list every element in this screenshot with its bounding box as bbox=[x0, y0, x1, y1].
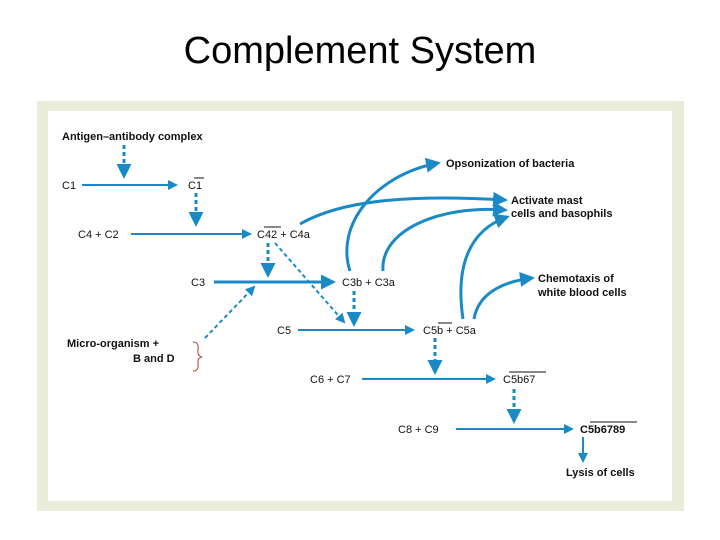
c1-active-label: C1 bbox=[188, 180, 202, 192]
micro-organism-label-2: B and D bbox=[133, 353, 175, 365]
c42-c4a-label: C42 + C4a bbox=[257, 229, 311, 241]
micro-organism-brace bbox=[192, 341, 203, 372]
mast-cells-label-1: Activate mast bbox=[511, 195, 583, 207]
c5a-to-mast-cells-arrow bbox=[459, 213, 510, 320]
c1-label: C1 bbox=[62, 180, 76, 192]
c5b-c5a-label: C5b + C5a bbox=[423, 325, 477, 337]
c3b-c3a-label: C3b + C3a bbox=[342, 277, 396, 289]
c5-label: C5 bbox=[277, 325, 291, 337]
slide-title: Complement System bbox=[183, 30, 537, 72]
lysis-label: Lysis of cells bbox=[566, 467, 635, 479]
c3-label: C3 bbox=[191, 277, 205, 289]
micro-organism-dashed-arrow bbox=[204, 285, 256, 339]
c4-c2-label: C4 + C2 bbox=[78, 229, 119, 241]
c6-c7-label: C6 + C7 bbox=[310, 374, 351, 386]
c8-c9-label: C8 + C9 bbox=[398, 424, 439, 436]
c5a-to-chemotaxis-arrow bbox=[472, 272, 535, 320]
c3a-to-mast-cells-arrow bbox=[381, 201, 508, 272]
c4a-to-mast-cells-arrow bbox=[299, 191, 508, 226]
micro-organism-label-1: Micro-organism + bbox=[67, 338, 159, 350]
diagram-panel bbox=[48, 111, 672, 501]
opsonization-label: Opsonization of bacteria bbox=[446, 158, 575, 170]
c5b6789-label: C5b6789 bbox=[580, 424, 625, 436]
c5b67-label: C5b67 bbox=[503, 374, 535, 386]
c3b-to-opsonization-arrow bbox=[345, 157, 441, 272]
chemotaxis-label-1: Chemotaxis of bbox=[538, 273, 614, 285]
mast-cells-label-2: cells and basophils bbox=[511, 208, 612, 220]
antigen-complex-label: Antigen–antibody complex bbox=[62, 131, 203, 143]
chemotaxis-label-2: white blood cells bbox=[537, 287, 627, 299]
